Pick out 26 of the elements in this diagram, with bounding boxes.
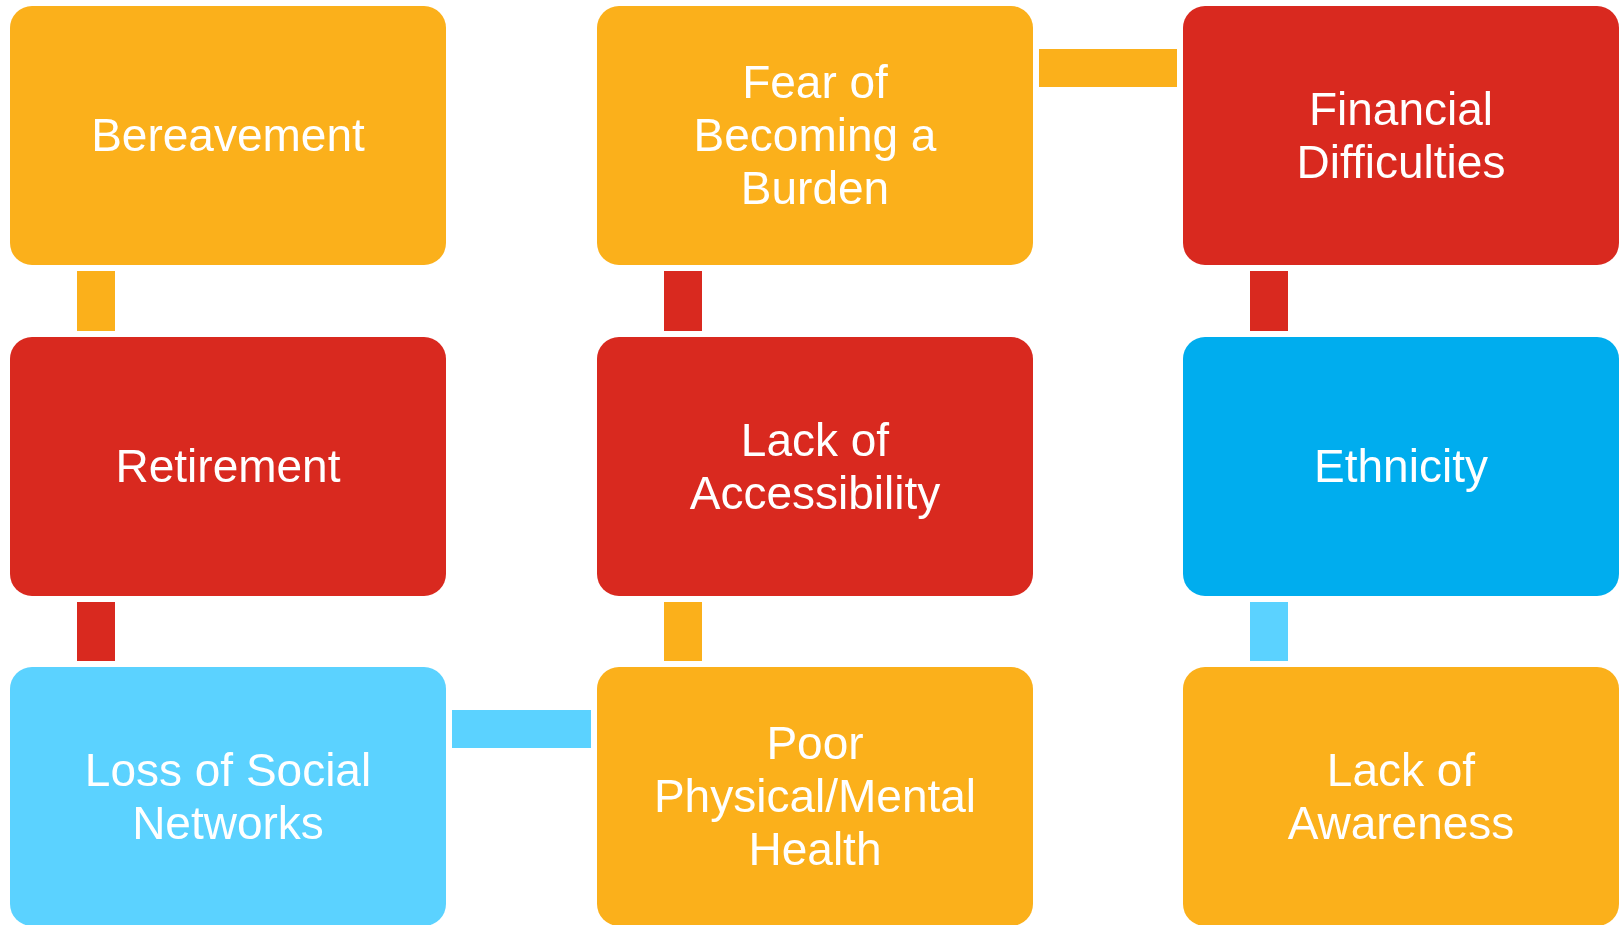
connector-bar [1250,271,1288,331]
rounded-box [1183,6,1619,265]
box-label: Ethnicity [1314,440,1488,493]
box-label: Fear of Becoming a Burden [692,56,938,215]
connector-bar [77,271,115,331]
rounded-box [597,667,1033,925]
rounded-box [597,337,1033,596]
rounded-box [10,337,446,596]
connector-bar [1039,49,1177,87]
rounded-box [1183,667,1619,925]
rounded-box [10,667,446,925]
box-label: Financial Difficulties [1295,82,1507,189]
box-label: Lack of Awareness [1286,743,1516,850]
rounded-box [10,6,446,265]
connector-bar [664,602,702,661]
connector-bar [77,602,115,661]
box-label: Bereavement [91,109,365,162]
connector-bar [452,710,591,748]
connector-bar [664,271,702,331]
box-label: Poor Physical/Mental Health [652,717,978,876]
box-label: Retirement [115,440,341,493]
rounded-box [597,6,1033,265]
box-label: Lack of Accessibility [688,413,942,520]
box-label: Loss of Social Networks [83,743,373,850]
rounded-box [1183,337,1619,596]
connector-bar [1250,602,1288,661]
